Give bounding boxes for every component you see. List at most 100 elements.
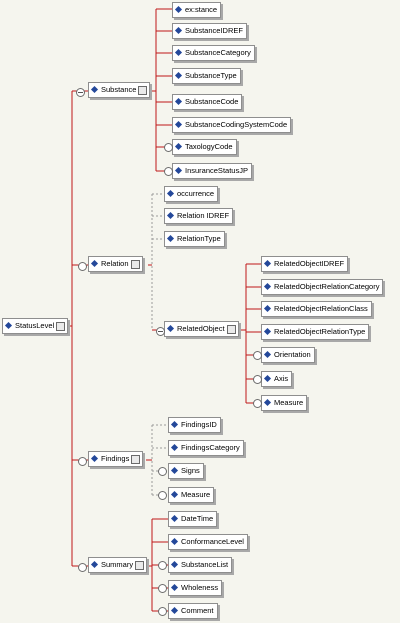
node-label: SubstanceCategory xyxy=(185,48,251,57)
diamond-icon xyxy=(166,324,175,333)
diamond-icon xyxy=(170,537,179,546)
diamond-icon xyxy=(263,259,272,268)
node-substance-child[interactable]: SubstanceType xyxy=(172,68,241,84)
diamond-icon xyxy=(174,48,183,57)
node-label: Comment xyxy=(181,606,214,615)
node-relatedobject-child[interactable]: RelatedObjectRelationType xyxy=(261,324,370,340)
node-relation-child[interactable]: RelationType xyxy=(164,231,225,247)
node-label: StatusLevel xyxy=(15,321,55,330)
multiplicity-icon xyxy=(253,375,262,384)
node-summary-child[interactable]: ConformanceLevel xyxy=(168,534,248,550)
diamond-icon xyxy=(166,211,175,220)
node-summary-child[interactable]: DateTime xyxy=(168,511,218,527)
node-label: Orientation xyxy=(274,350,311,359)
multiplicity-icon xyxy=(253,351,262,360)
node-relatedobject-child[interactable]: Orientation xyxy=(261,347,315,363)
diamond-icon xyxy=(90,259,99,268)
node-summary-child[interactable]: Comment xyxy=(168,603,218,619)
plus-box-icon[interactable] xyxy=(138,86,148,95)
node-substance-child[interactable]: SubstanceCode xyxy=(172,94,243,110)
diamond-icon xyxy=(170,466,179,475)
multiplicity-icon xyxy=(78,262,87,271)
diamond-icon xyxy=(166,234,175,243)
diamond-icon xyxy=(263,374,272,383)
node-label: RelatedObjectRelationCategory xyxy=(274,282,380,291)
diamond-icon xyxy=(90,85,99,94)
node-substance-child[interactable]: SubstanceIDREF xyxy=(172,23,247,39)
diamond-icon xyxy=(174,166,183,175)
node-substance-child[interactable]: SubstanceCategory xyxy=(172,45,255,61)
node-label: InsuranceStatusJP xyxy=(185,166,248,175)
node-substance-child[interactable]: ex:stance xyxy=(172,2,222,18)
multiplicity-icon xyxy=(78,457,87,466)
diamond-icon xyxy=(4,321,13,330)
node-label: RelatedObjectIDREF xyxy=(274,259,345,268)
plus-box-icon[interactable] xyxy=(56,322,66,331)
node-statuslevel[interactable]: StatusLevel xyxy=(2,318,69,334)
node-label: Wholeness xyxy=(181,583,219,592)
node-summary-child[interactable]: SubstanceList xyxy=(168,557,233,573)
node-findings-child[interactable]: FindingsCategory xyxy=(168,440,244,456)
node-label: RelatedObjectRelationType xyxy=(274,327,366,336)
diamond-icon xyxy=(174,97,183,106)
node-relation[interactable]: Relation xyxy=(88,256,143,272)
node-substance[interactable]: Substance xyxy=(88,82,151,98)
plus-box-icon[interactable] xyxy=(226,325,236,334)
diamond-icon xyxy=(170,560,179,569)
node-label: SubstanceCode xyxy=(185,97,239,106)
node-relatedobject-child[interactable]: RelatedObjectRelationClass xyxy=(261,301,372,317)
node-relation-child[interactable]: occurrence xyxy=(164,186,219,202)
plus-box-icon[interactable] xyxy=(131,455,141,464)
node-findings-child[interactable]: FindingsID xyxy=(168,417,221,433)
multiplicity-icon xyxy=(164,143,173,152)
diamond-icon xyxy=(90,454,99,463)
node-substance-child[interactable]: SubstanceCodingSystemCode xyxy=(172,117,292,133)
node-label: Relation xyxy=(101,259,129,268)
node-relatedobject-child[interactable]: RelatedObjectIDREF xyxy=(261,256,349,272)
node-relation-child[interactable]: Relation IDREF xyxy=(164,208,234,224)
diamond-icon xyxy=(166,189,175,198)
node-label: RelationType xyxy=(177,234,221,243)
node-label: SubstanceCodingSystemCode xyxy=(185,120,288,129)
multiplicity-icon xyxy=(158,584,167,593)
node-summary[interactable]: Summary xyxy=(88,557,148,573)
diamond-icon xyxy=(174,71,183,80)
diamond-icon xyxy=(174,120,183,129)
multiplicity-icon xyxy=(158,607,167,616)
multiplicity-icon xyxy=(253,399,262,408)
node-substance-child[interactable]: InsuranceStatusJP xyxy=(172,163,252,179)
diamond-icon xyxy=(90,560,99,569)
node-summary-child[interactable]: Wholeness xyxy=(168,580,223,596)
multiplicity-icon xyxy=(158,467,167,476)
node-findings-child[interactable]: Signs xyxy=(168,463,204,479)
diamond-icon xyxy=(170,583,179,592)
node-label: Summary xyxy=(101,560,134,569)
multiplicity-icon xyxy=(164,167,173,176)
node-label: DateTime xyxy=(181,514,214,523)
node-findings[interactable]: Findings xyxy=(88,451,144,467)
diamond-icon xyxy=(170,514,179,523)
node-relatedobject-child[interactable]: Measure xyxy=(261,395,308,411)
node-relatedobject-child[interactable]: RelatedObjectRelationCategory xyxy=(261,279,384,295)
node-label: SubstanceList xyxy=(181,560,229,569)
diamond-icon xyxy=(174,26,183,35)
node-label: Axis xyxy=(274,374,289,383)
node-findings-child[interactable]: Measure xyxy=(168,487,215,503)
node-relatedobject-child[interactable]: Axis xyxy=(261,371,293,387)
node-label: Substance xyxy=(101,85,137,94)
plus-box-icon[interactable] xyxy=(130,260,140,269)
node-label: RelatedObject xyxy=(177,324,225,333)
node-label: SubstanceType xyxy=(185,71,237,80)
multiplicity-icon xyxy=(158,491,167,500)
node-substance-child[interactable]: TaxologyCode xyxy=(172,139,237,155)
diamond-icon xyxy=(174,5,183,14)
diamond-icon xyxy=(263,282,272,291)
node-label: Signs xyxy=(181,466,200,475)
plus-box-icon[interactable] xyxy=(135,561,145,570)
node-label: SubstanceIDREF xyxy=(185,26,243,35)
diamond-icon xyxy=(263,304,272,313)
diamond-icon xyxy=(170,490,179,499)
diamond-icon xyxy=(263,398,272,407)
node-relatedobject[interactable]: RelatedObject xyxy=(164,321,239,337)
